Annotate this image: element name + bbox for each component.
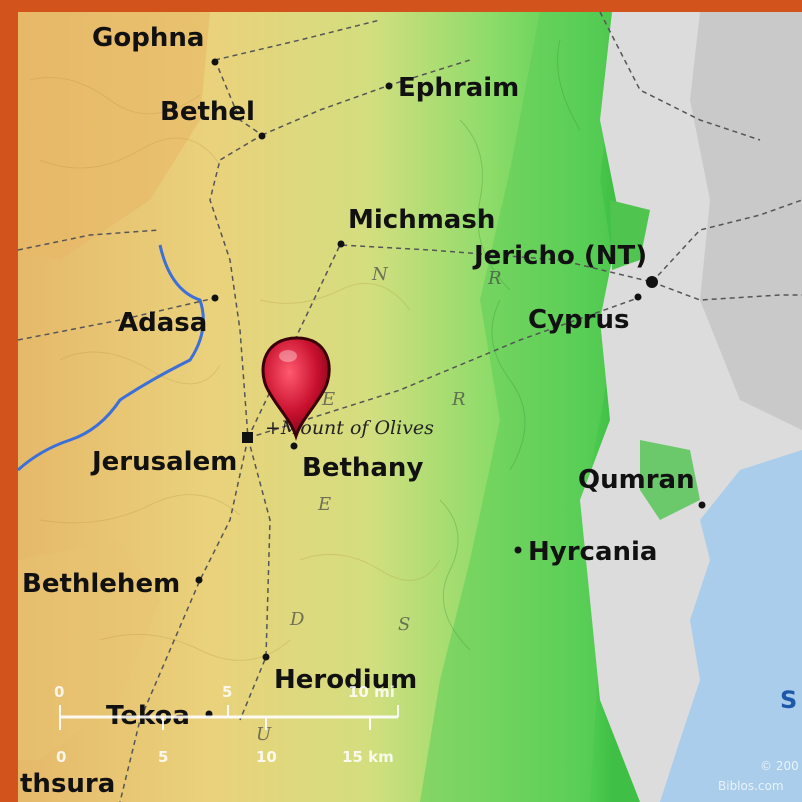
wilderness-letter: N (371, 264, 389, 285)
scale-mi-tick: 0 (54, 683, 64, 701)
label-bethsura[interactable]: thsura (20, 769, 115, 799)
label-ephraim[interactable]: Ephraim (398, 73, 519, 103)
scale-mi-tick: 5 (222, 683, 232, 701)
jerusalem-square[interactable] (242, 432, 253, 443)
oasis-patch (610, 200, 650, 270)
wilderness-letter: U (256, 724, 272, 745)
wilderness-letter: E (317, 494, 331, 515)
scale-mi-tick: 10 mi (348, 683, 395, 701)
scale-km-tick: 0 (56, 748, 66, 766)
qumran-dot[interactable] (698, 501, 706, 509)
ephraim-dot[interactable] (385, 82, 393, 90)
label-herodium[interactable]: Herodium (274, 665, 417, 695)
oasis-patch-2 (640, 440, 700, 520)
scale-km-tick: 15 km (342, 748, 394, 766)
credit-line-2: Biblos.com (718, 779, 784, 793)
wilderness-letter: S (398, 614, 410, 635)
cyprus-dot[interactable] (634, 293, 642, 301)
wilderness-letter: E (321, 389, 335, 410)
label-bethany[interactable]: Bethany (302, 453, 423, 483)
dead-sea (660, 450, 802, 802)
label-jericho[interactable]: Jericho (NT) (472, 241, 647, 271)
highland-patch (18, 12, 210, 260)
valley-shade (690, 12, 802, 430)
label-gophna[interactable]: Gophna (92, 23, 204, 53)
label-mount-of-olives[interactable]: +Mount of Olives (265, 417, 434, 439)
bethel-dot[interactable] (258, 132, 266, 140)
bethlehem-dot[interactable] (195, 576, 203, 584)
slope-band (420, 12, 620, 802)
wilderness-letter: D (289, 609, 305, 630)
scale-bar: 0 5 10 mi 0 5 10 15 km (54, 683, 399, 766)
label-qumran[interactable]: Qumran (578, 465, 695, 495)
scale-km-tick: 5 (158, 748, 168, 766)
slope-texture (439, 39, 581, 651)
gophna-dot[interactable] (211, 58, 219, 66)
label-bethlehem[interactable]: Bethlehem (22, 569, 180, 599)
label-michmash[interactable]: Michmash (348, 205, 495, 235)
jericho-dot[interactable] (646, 276, 658, 288)
wilderness-letter: R (487, 268, 502, 289)
label-adasa[interactable]: Adasa (118, 308, 207, 338)
map-pin-icon[interactable] (261, 336, 331, 441)
herodium-dot[interactable] (262, 653, 270, 661)
place-dots (195, 58, 706, 718)
roads (17, 11, 802, 802)
scale-km-tick: 10 (256, 748, 277, 766)
label-cyprus[interactable]: Cyprus (528, 305, 629, 335)
hyrcania-dot[interactable] (514, 546, 522, 554)
credit-line-1: © 200 (760, 759, 799, 773)
wilderness-letter: R (451, 389, 466, 410)
michmash-dot[interactable] (337, 240, 345, 248)
sea-label: S (780, 686, 797, 714)
label-hyrcania[interactable]: Hyrcania (528, 537, 657, 567)
river (16, 244, 205, 472)
label-jerusalem[interactable]: Jerusalem (90, 447, 237, 477)
wilderness-letters: N R E R E S D U (256, 264, 502, 745)
highland-patch-south (18, 540, 160, 760)
adasa-dot[interactable] (211, 294, 219, 302)
bethany-dot[interactable] (290, 442, 298, 450)
label-bethel[interactable]: Bethel (160, 97, 255, 127)
